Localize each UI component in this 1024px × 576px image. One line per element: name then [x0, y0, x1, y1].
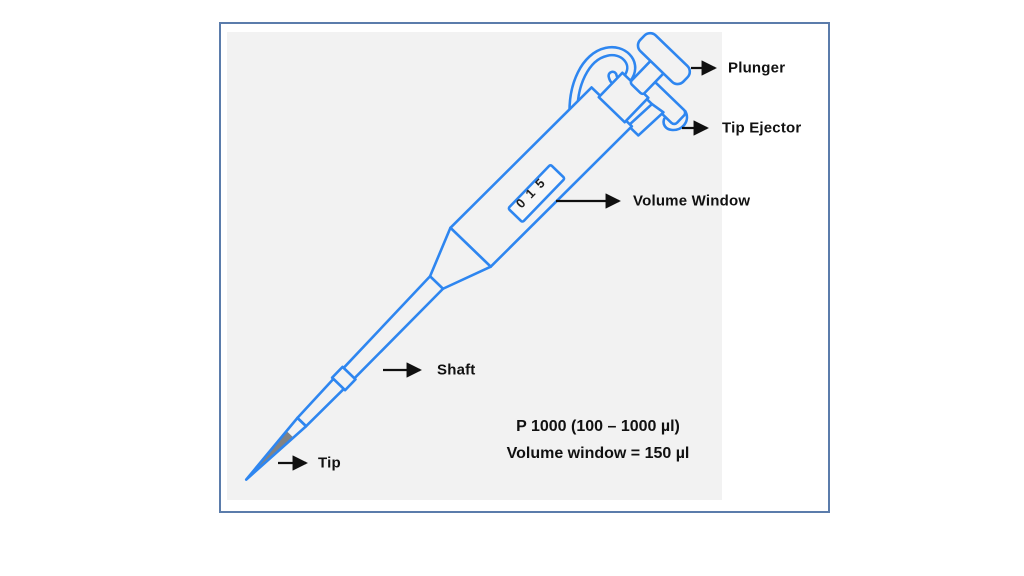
callout-arrows	[278, 60, 717, 471]
volume-window	[507, 164, 566, 223]
caption-line-2: Volume window = 150 µl	[506, 445, 690, 462]
tip-ejector-tab	[626, 102, 665, 137]
pipette-drawing: 0 1 5	[244, 31, 692, 481]
diagram-frame: 0 1 5	[219, 22, 830, 513]
caption: P 1000 (100 – 1000 µl) Volume window = 1…	[457, 413, 739, 467]
tip-ejector-curl	[662, 109, 689, 132]
plunger-button	[636, 31, 692, 86]
tip-label: Tip	[318, 454, 341, 472]
plunger-label: Plunger	[728, 59, 786, 77]
shaft-label: Shaft	[437, 361, 476, 379]
volume-window-label: Volume Window	[633, 192, 751, 210]
pipette-tip-cone	[244, 416, 308, 481]
caption-line-1: P 1000 (100 – 1000 µl)	[516, 418, 680, 435]
tip-ejector-label: Tip Ejector	[722, 119, 802, 137]
pipette-diagram-canvas: 0 1 5	[227, 31, 722, 500]
